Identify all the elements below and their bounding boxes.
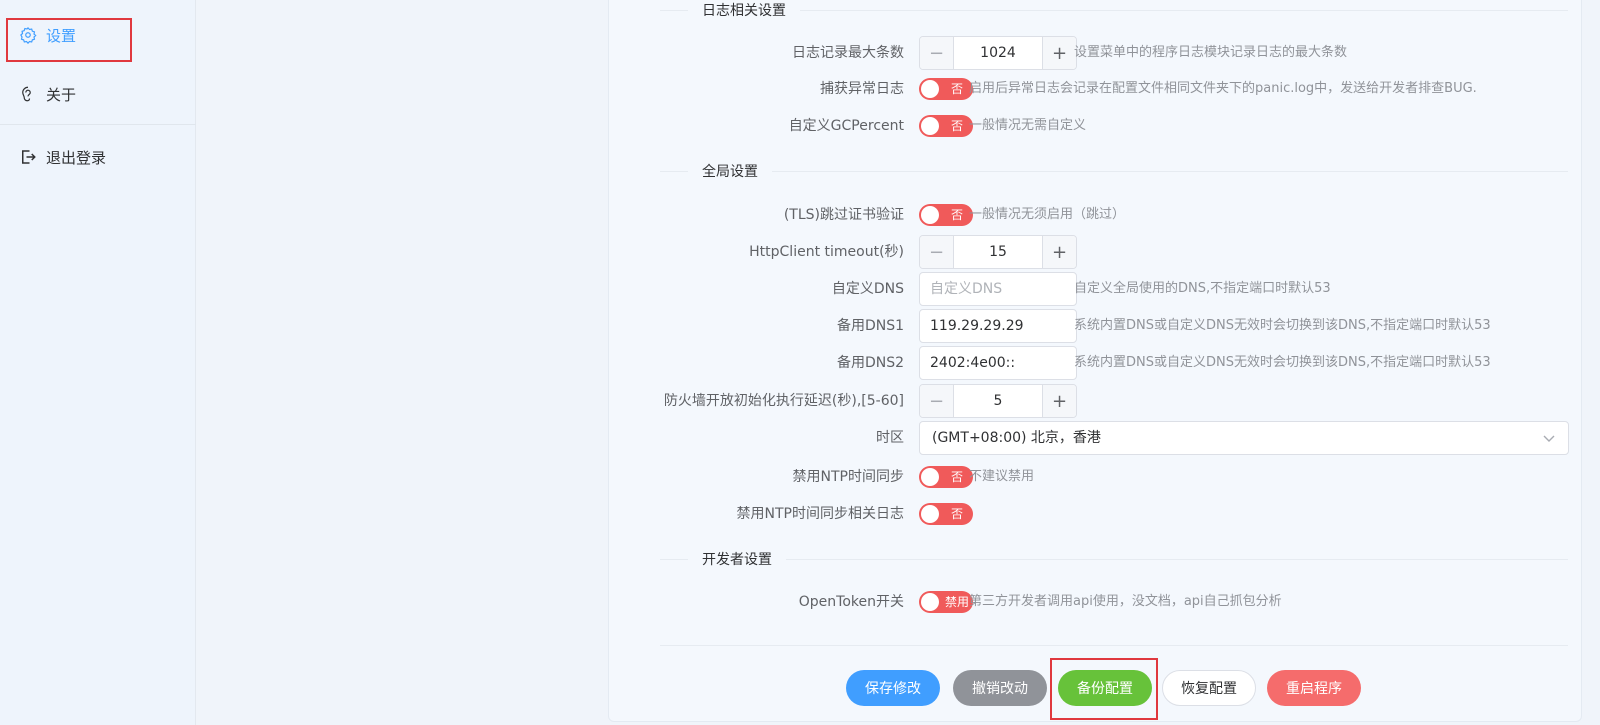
row-disable-ntp-log: 禁用NTP时间同步相关日志 否 (608, 497, 1598, 531)
field-label: 禁用NTP时间同步相关日志 (736, 506, 904, 522)
sidebar-item-settings[interactable]: 设置 (0, 10, 196, 60)
row-custom-gc: 自定义GCPercent 否 一般情况无需自定义 (608, 109, 1598, 143)
row-open-token: OpenToken开关 禁用 第三方开发者调用api使用，没文档，api自己抓包… (608, 585, 1598, 619)
row-backup-dns1: 备用DNS1 系统内置DNS或自定义DNS无效时会切换到该DNS,不指定端口时默… (608, 309, 1598, 343)
field-label: 自定义GCPercent (788, 118, 904, 134)
timezone-select[interactable]: (GMT+08:00) 北京，香港 (919, 421, 1569, 455)
firewall-delay-stepper[interactable]: − 5 + (919, 384, 1077, 418)
restart-button[interactable]: 重启程序 (1267, 670, 1361, 706)
backup-dns2-input[interactable] (919, 346, 1077, 380)
sidebar-item-label: 关于 (46, 85, 77, 104)
stepper-value[interactable]: 5 (993, 393, 1003, 409)
field-label: HttpClient timeout(秒) (749, 244, 904, 260)
backup-dns1-input[interactable] (919, 309, 1077, 343)
http-timeout-stepper[interactable]: − 15 + (919, 235, 1077, 269)
logout-icon (18, 147, 38, 167)
field-hint: 第三方开发者调用api使用，没文档，api自己抓包分析 (969, 594, 1282, 609)
row-backup-dns2: 备用DNS2 系统内置DNS或自定义DNS无效时会切换到该DNS,不指定端口时默… (608, 346, 1598, 380)
field-hint: 一般情况无须启用（跳过） (969, 207, 1126, 222)
save-button[interactable]: 保存修改 (846, 670, 940, 706)
log-max-entries-stepper[interactable]: − 1024 + (919, 36, 1077, 70)
plus-icon[interactable]: + (1042, 385, 1076, 417)
chevron-down-icon (1542, 431, 1556, 445)
field-hint: 不建议禁用 (969, 469, 1035, 484)
field-hint: 系统内置DNS或自定义DNS无效时会切换到该DNS,不指定端口时默认53 (1074, 355, 1491, 370)
undo-button[interactable]: 撤销改动 (953, 670, 1047, 706)
field-hint: 设置菜单中的程序日志模块记录日志的最大条数 (1074, 45, 1348, 60)
info-icon (18, 84, 38, 104)
sidebar-divider (0, 124, 196, 125)
sidebar-item-logout[interactable]: 退出登录 (0, 132, 196, 182)
field-label: 捕获异常日志 (820, 81, 904, 97)
minus-icon[interactable]: − (920, 236, 954, 268)
tls-skip-switch[interactable]: 否 (919, 198, 973, 232)
capture-panic-switch[interactable]: 否 (919, 72, 973, 106)
field-label: 自定义DNS (831, 281, 904, 297)
bottom-divider (660, 645, 1568, 646)
field-hint: 自定义全局使用的DNS,不指定端口时默认53 (1074, 281, 1331, 296)
field-label: 时区 (876, 430, 904, 446)
row-capture-panic: 捕获异常日志 否 启用后异常日志会记录在配置文件相同文件夹下的panic.log… (608, 72, 1598, 106)
field-label: OpenToken开关 (798, 594, 904, 610)
section-title-log: 日志相关设置 (660, 0, 1568, 20)
field-hint: 系统内置DNS或自定义DNS无效时会切换到该DNS,不指定端口时默认53 (1074, 318, 1491, 333)
plus-icon[interactable]: + (1042, 37, 1076, 69)
row-tls-skip: (TLS)跳过证书验证 否 一般情况无须启用（跳过） (608, 198, 1598, 232)
sidebar: 设置 关于 退出登录 (0, 0, 196, 725)
disable-ntp-log-switch[interactable]: 否 (919, 497, 973, 531)
custom-dns-input[interactable] (919, 272, 1077, 306)
field-label: 防火墙开放初始化执行延迟(秒),[5-60] (663, 393, 904, 409)
row-custom-dns: 自定义DNS 自定义全局使用的DNS,不指定端口时默认53 (608, 272, 1598, 306)
restore-config-button[interactable]: 恢复配置 (1162, 670, 1256, 706)
field-label: 日志记录最大条数 (792, 45, 904, 61)
section-title-global: 全局设置 (660, 161, 1568, 181)
timezone-value: (GMT+08:00) 北京，香港 (932, 430, 1101, 446)
sidebar-item-about[interactable]: 关于 (0, 69, 196, 119)
field-hint: 一般情况无需自定义 (969, 118, 1087, 133)
field-label: 备用DNS2 (836, 355, 904, 371)
minus-icon[interactable]: − (920, 37, 954, 69)
row-firewall-delay: 防火墙开放初始化执行延迟(秒),[5-60] − 5 + (608, 384, 1598, 418)
row-log-max-entries: 日志记录最大条数 − 1024 + 设置菜单中的程序日志模块记录日志的最大条数 (608, 36, 1598, 70)
field-label: (TLS)跳过证书验证 (783, 207, 904, 223)
plus-icon[interactable]: + (1042, 236, 1076, 268)
field-label: 备用DNS1 (836, 318, 904, 334)
stepper-value[interactable]: 1024 (980, 45, 1016, 61)
row-timezone: 时区 (GMT+08:00) 北京，香港 (608, 421, 1598, 455)
disable-ntp-switch[interactable]: 否 (919, 460, 973, 494)
section-title-dev: 开发者设置 (660, 549, 1568, 569)
stepper-value[interactable]: 15 (989, 244, 1007, 260)
row-disable-ntp: 禁用NTP时间同步 否 不建议禁用 (608, 460, 1598, 494)
field-label: 禁用NTP时间同步 (792, 469, 904, 485)
open-token-switch[interactable]: 禁用 (919, 585, 973, 619)
custom-gc-switch[interactable]: 否 (919, 109, 973, 143)
gear-icon (18, 25, 38, 45)
minus-icon[interactable]: − (920, 385, 954, 417)
backup-config-button[interactable]: 备份配置 (1058, 670, 1152, 706)
row-http-timeout: HttpClient timeout(秒) − 15 + (608, 235, 1598, 269)
sidebar-item-label: 设置 (46, 26, 77, 45)
field-hint: 启用后异常日志会记录在配置文件相同文件夹下的panic.log中，发送给开发者排… (969, 81, 1477, 96)
settings-panel (608, 0, 1582, 722)
sidebar-item-label: 退出登录 (46, 148, 107, 167)
